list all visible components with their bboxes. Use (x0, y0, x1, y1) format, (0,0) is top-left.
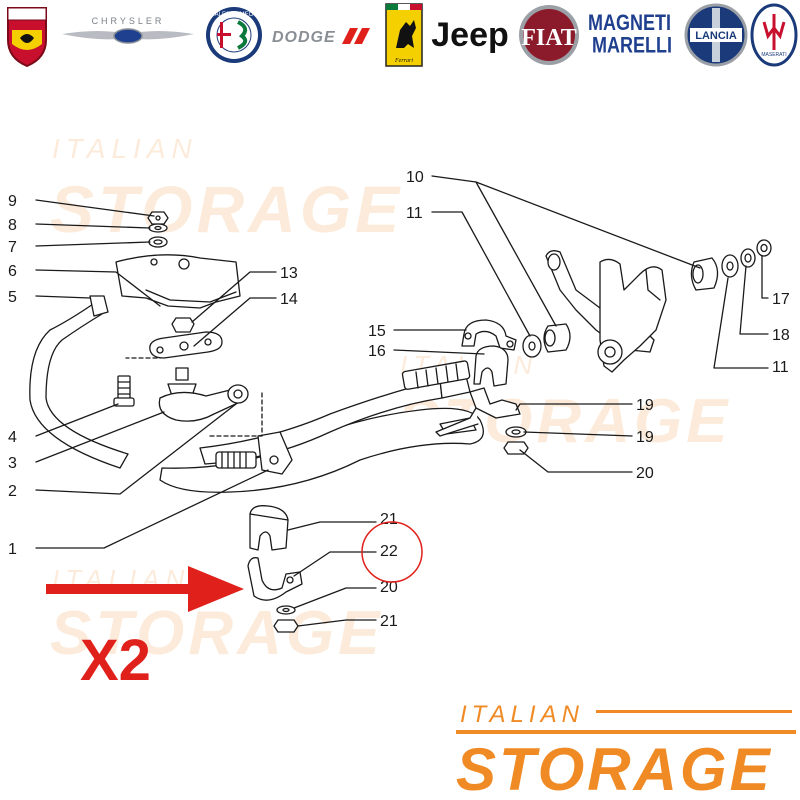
washer-ball-joint (227, 384, 249, 404)
washer-17 (740, 248, 756, 268)
fiat-logo (519, 5, 579, 65)
washer-8 (148, 223, 168, 233)
jeep-wordmark: Jeep (431, 16, 509, 54)
bracket-22 (247, 557, 303, 601)
maserati-wordmark: MASERATI (761, 52, 786, 58)
lancia-logo (684, 3, 748, 67)
bush-11-left (522, 334, 542, 358)
parts-diagram-svg: ITALIAN STORAGE ITALIAN STORAGE ITALIAN … (8, 133, 796, 800)
watermark-top-line2: STORAGE (50, 172, 403, 246)
callout-21: 21 (380, 511, 398, 528)
bar-threaded-end (215, 451, 257, 469)
bush-10-right (690, 257, 719, 291)
clamp-14 (461, 319, 517, 351)
chrysler-logo (62, 28, 194, 44)
callout-17: 18 (772, 327, 790, 344)
callout-13: 14 (280, 291, 298, 308)
callout-2: 2 (8, 483, 17, 500)
callout-19-lower: 20 (380, 579, 398, 596)
bush-21 (249, 505, 289, 551)
washer-19-upper (505, 426, 527, 438)
magneti-marelli-wordmark: MAGNETI MARELLI (588, 11, 676, 58)
nut-12 (171, 317, 195, 333)
callout-12: 13 (280, 265, 298, 282)
plate (115, 254, 241, 309)
callout-16: 17 (772, 291, 790, 308)
dodge-wordmark: DODGE (272, 29, 336, 46)
stabilizer-bar (159, 375, 484, 493)
italian-storage-logo: ITALIAN STORAGE (456, 701, 796, 800)
brand-logo-bar: CHRYSLER ALFA ROMEO DODGE Ferrari Jeep (0, 0, 800, 72)
parts-diagram: ITALIAN STORAGE ITALIAN STORAGE ITALIAN … (0, 72, 800, 800)
highlight-circle (361, 521, 423, 583)
magneti-word: MAGNETI (588, 11, 671, 35)
callout-11-top: 11 (406, 205, 423, 222)
abarth-logo (7, 7, 47, 68)
watermark-top-line1: ITALIAN (52, 133, 198, 164)
nut-9 (147, 211, 169, 225)
callout-5: 5 (8, 289, 17, 306)
callout-22: 22 (380, 543, 398, 560)
maserati-logo (750, 3, 798, 67)
callout-20-upper: 20 (636, 465, 654, 482)
bar-threaded-end-right (401, 360, 471, 390)
lancia-wordmark: LANCIA (695, 30, 737, 42)
callout-3: 3 (8, 455, 17, 472)
leader-lines (35, 175, 769, 627)
quantity-label: X2 (80, 628, 151, 693)
control-arm (545, 250, 667, 373)
callout-1: 1 (8, 541, 17, 558)
bush-10-left (543, 323, 571, 353)
callout-10: 10 (406, 169, 424, 186)
bar-left-clamp (257, 431, 293, 475)
watermark-faded: ITALIAN STORAGE ITALIAN STORAGE ITALIAN … (50, 133, 727, 668)
marelli-word: MARELLI (592, 34, 672, 58)
callout-4: 4 (8, 429, 17, 446)
ferrari-wordmark: Ferrari (394, 58, 413, 64)
washer-19-lower (276, 605, 296, 615)
link-rod (29, 295, 129, 469)
alfa-romeo-wordmark: ALFA ROMEO (215, 12, 254, 18)
logo-storage: STORAGE (456, 736, 773, 800)
callout-6: 6 (8, 263, 17, 280)
callout-15: 16 (368, 343, 386, 360)
bush-11-right (721, 254, 739, 278)
callout-20-lower: 21 (380, 613, 398, 630)
washer-7 (148, 236, 168, 248)
callout-11-right: 11 (772, 359, 789, 376)
callout-19-upper: 19 (636, 429, 654, 446)
bush-15 (473, 345, 509, 387)
callout-9: 9 (8, 193, 17, 210)
plate-13 (149, 331, 223, 359)
brand-logos: CHRYSLER ALFA ROMEO DODGE Ferrari Jeep (7, 3, 798, 68)
alfa-romeo-logo (206, 7, 262, 63)
nut-20-upper (503, 441, 529, 455)
callout-18: 19 (636, 397, 654, 414)
nut-16 (756, 239, 772, 257)
callout-7: 7 (8, 239, 17, 256)
callout-8: 8 (8, 217, 17, 234)
nut-20-lower (273, 619, 299, 633)
dodge-stripes (342, 28, 370, 44)
bolt-4 (113, 375, 135, 407)
callout-14: 15 (368, 323, 386, 340)
highlight-arrow (46, 566, 244, 612)
logo-italian: ITALIAN (460, 701, 584, 728)
bracket-18 (435, 387, 521, 437)
watermark-low-line2: STORAGE (50, 599, 383, 668)
chrysler-wordmark: CHRYSLER (92, 16, 165, 26)
fiat-wordmark: FIAT (521, 25, 577, 51)
ferrari-logo (385, 3, 423, 67)
callout-labels: 9 8 7 6 5 4 3 2 1 13 14 10 11 15 16 17 1… (8, 169, 790, 630)
